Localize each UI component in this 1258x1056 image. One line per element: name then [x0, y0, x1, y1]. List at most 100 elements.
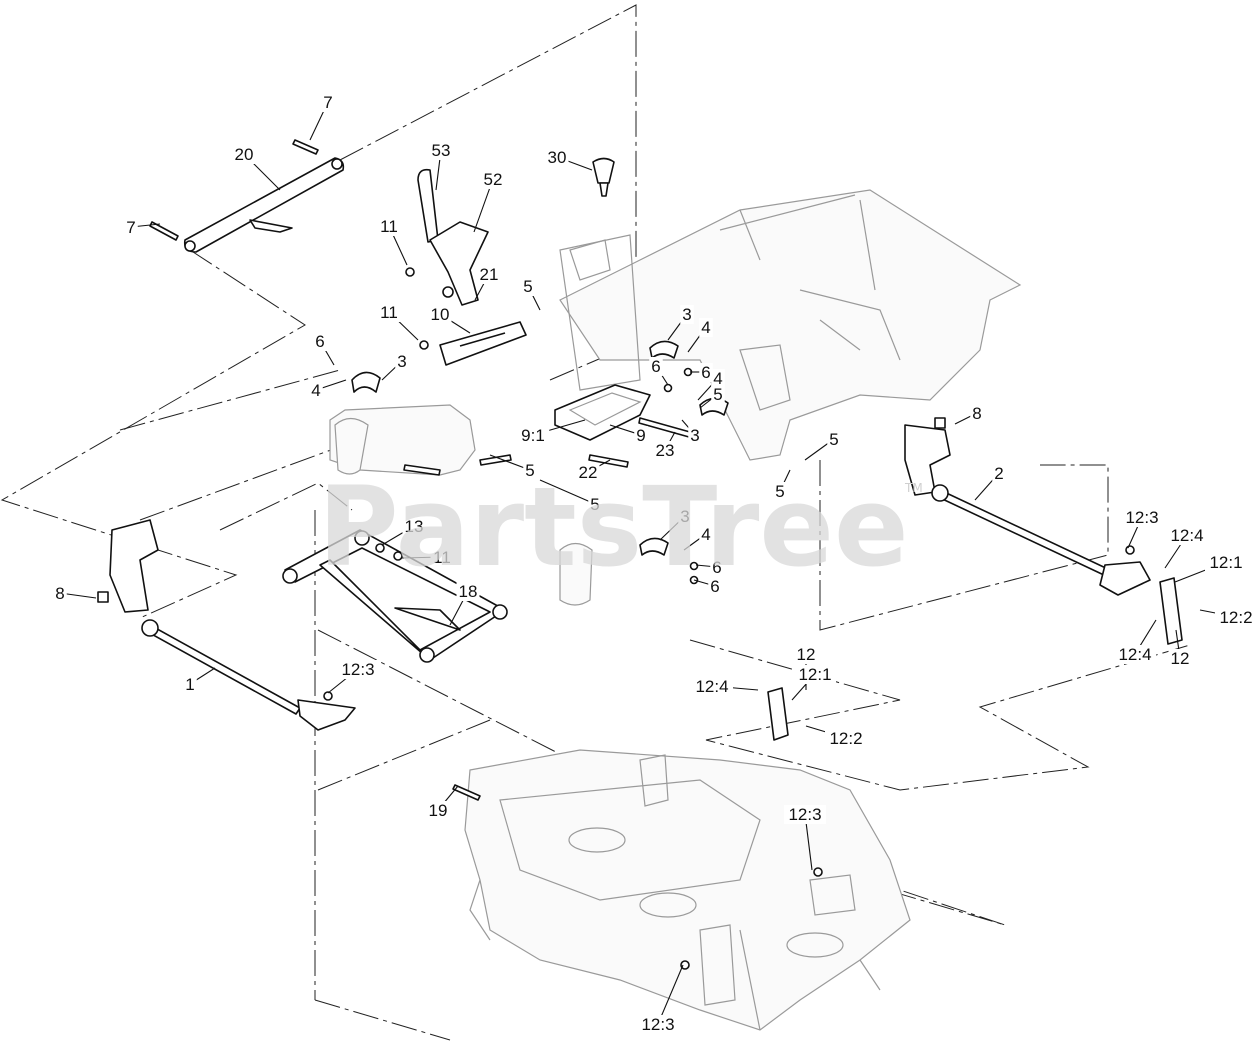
- callout-label: 12: [797, 645, 816, 664]
- callout-label: 4: [701, 525, 710, 544]
- callout-3: 3: [659, 507, 692, 541]
- callout-label: 1: [185, 675, 194, 694]
- callout-label: 5: [590, 495, 599, 514]
- callout-backing: [1166, 526, 1208, 545]
- callout-label: 6: [315, 332, 324, 351]
- callout-4: 4: [309, 379, 347, 400]
- callout-21: 21: [474, 265, 501, 301]
- callout-18: 18: [449, 582, 480, 626]
- callout-backing: [794, 665, 836, 684]
- callout-label: 12:2: [1219, 608, 1252, 627]
- leader-line: [539, 479, 596, 505]
- callout-5: 5: [773, 469, 791, 501]
- callout-backing: [970, 404, 984, 423]
- callout-label: 6: [651, 357, 660, 376]
- pin-7-top: [292, 139, 319, 155]
- callout-backing: [827, 430, 841, 449]
- callout-label: 3: [397, 352, 406, 371]
- callout-label: 12:1: [798, 665, 831, 684]
- callout-backing: [377, 217, 401, 236]
- callout-label: 12:3: [641, 1015, 674, 1034]
- callout-12-4: 12:4: [1164, 526, 1208, 569]
- lever-bar-20: [183, 157, 345, 253]
- callout-7: 7: [124, 218, 161, 237]
- callout-label: 12:3: [341, 660, 374, 679]
- callout-backing: [710, 558, 724, 577]
- callout-backing: [576, 463, 600, 482]
- callout-backing: [653, 441, 677, 460]
- callout-12-1: 12:1: [1174, 553, 1247, 583]
- callout-12-3: 12:3: [637, 964, 684, 1034]
- watermark: PartsTree TM: [318, 463, 923, 591]
- callout-backing: [699, 525, 713, 544]
- rod-assembly-1: [97, 519, 356, 731]
- step-plate-9: [554, 384, 651, 441]
- callout-label: 11: [380, 303, 398, 322]
- callout-5: 5: [699, 385, 725, 409]
- callout-7: 7: [309, 93, 335, 141]
- callout-backing: [708, 577, 722, 596]
- callout-11: 11: [401, 548, 454, 567]
- callout-label: 7: [323, 93, 332, 112]
- callout-backing: [691, 677, 733, 696]
- callout-5: 5: [539, 479, 602, 514]
- callout-label: 6: [712, 558, 721, 577]
- callout-4: 4: [687, 318, 713, 353]
- callout-6: 6: [695, 558, 724, 577]
- callout-4: 4: [697, 369, 725, 401]
- callout-backing: [402, 517, 426, 536]
- callout-backing: [309, 381, 323, 400]
- callout-backing: [456, 582, 480, 601]
- callout-label: 9:1: [521, 426, 545, 445]
- callout-backing: [521, 277, 535, 296]
- callout-label: 22: [579, 463, 598, 482]
- callout-label: 8: [972, 404, 981, 423]
- callout-backing: [711, 369, 725, 388]
- callout-5: 5: [804, 430, 841, 461]
- callout-backing: [637, 1015, 679, 1034]
- callout-22: 22: [576, 459, 611, 482]
- callout-label: 5: [523, 277, 532, 296]
- callout-backing: [680, 305, 694, 324]
- callout-11: 11: [377, 303, 419, 341]
- callout-label: 12:3: [1125, 508, 1158, 527]
- watermark-tm: TM: [904, 481, 923, 495]
- callout-backing: [992, 464, 1006, 483]
- callout-backing: [428, 305, 452, 324]
- lever-handle-53: [417, 168, 439, 243]
- callout-6: 6: [649, 357, 669, 386]
- callout-label: 6: [701, 363, 710, 382]
- callout-backing: [313, 332, 327, 351]
- callout-12-2: 12:2: [1199, 608, 1257, 627]
- callout-9: 9: [609, 424, 648, 445]
- callout-backing: [429, 141, 453, 160]
- callout-6: 6: [313, 332, 335, 366]
- callout-6: 6: [690, 363, 713, 382]
- callout-30: 30: [545, 148, 593, 171]
- callout-backing: [688, 426, 702, 445]
- callout-backing: [377, 303, 401, 322]
- callout-12: 12: [1168, 629, 1192, 668]
- callout-backing: [53, 584, 67, 603]
- callout-label: 5: [775, 482, 784, 501]
- callout-label: 12:4: [1118, 645, 1151, 664]
- callout-label: 11: [380, 217, 398, 236]
- rod-assembly-2: [904, 417, 1151, 596]
- callout-12: 12: [794, 645, 818, 690]
- callout-12-3: 12:3: [784, 805, 826, 871]
- callout-label: 7: [126, 218, 135, 237]
- callout-label: 30: [548, 148, 567, 167]
- watermark-text: PartsTree: [318, 463, 909, 591]
- callout-label: 20: [235, 145, 254, 164]
- callout-13: 13: [381, 517, 426, 546]
- callout-backing: [773, 482, 787, 501]
- callout-3: 3: [681, 419, 702, 445]
- callout-1: 1: [183, 667, 216, 694]
- callout-12-1: 12:1: [791, 665, 836, 701]
- callout-label: 5: [713, 385, 722, 404]
- callout-label: 10: [431, 305, 450, 324]
- plate-10: [439, 321, 527, 366]
